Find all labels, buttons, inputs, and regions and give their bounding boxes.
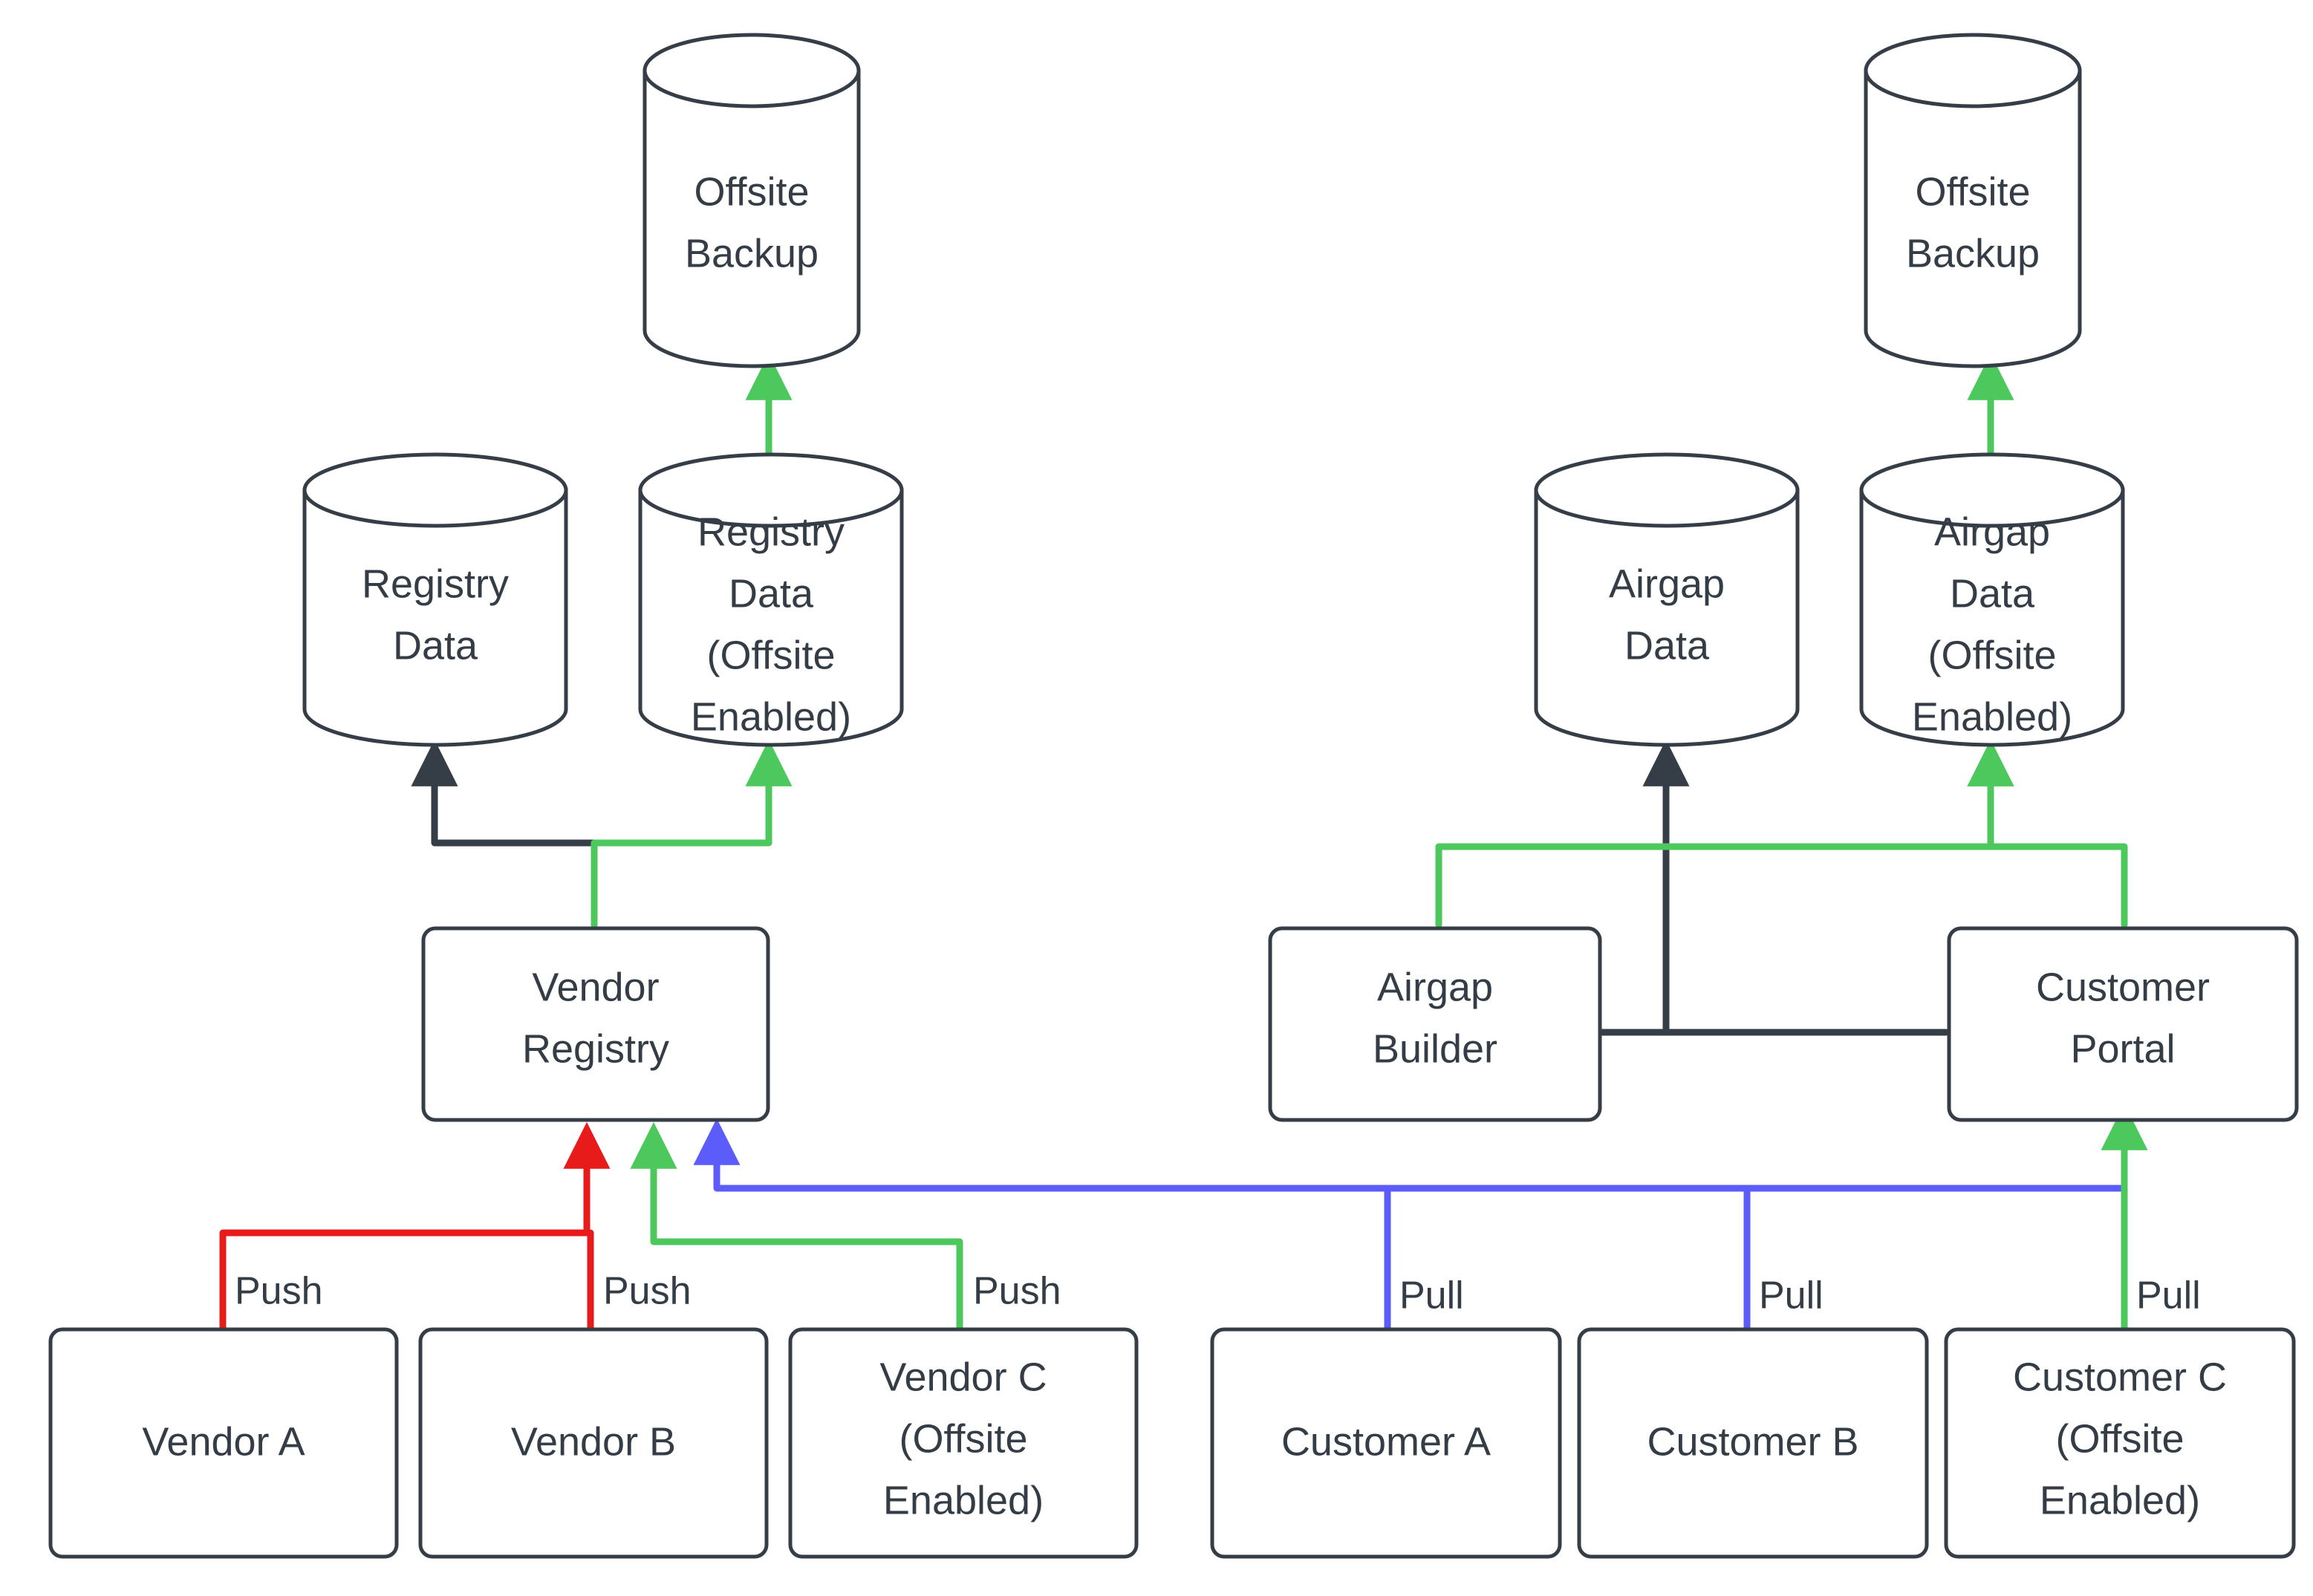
edge-label-pull-customer-b: Pull [1759,1274,1824,1317]
node-label-line: Vendor C [879,1355,1047,1399]
cylinder-top [642,33,861,108]
node-box [418,1327,769,1559]
edge-label-push-vendor-b: Push [603,1270,692,1313]
cylinder-body [638,488,904,747]
node-label-line: Airgap [1377,965,1493,1009]
node-label-line: Airgap [1609,561,1725,606]
node-label-line: Registry [697,509,845,554]
node-label-line: Backup [685,231,819,276]
node-label-line: Registry [522,1026,669,1071]
node-label-line: Registry [362,561,509,606]
edge-label-pull-customer-c: Pull [2136,1274,2201,1317]
node-registry-data[interactable]: Registry Data [302,452,568,747]
node-label-line: (Offsite [1928,633,2056,677]
edge-label-push-vendor-c: Push [973,1270,1061,1313]
cylinder-top [1534,452,1800,528]
cylinder-body [1859,488,2125,747]
node-airgap-data[interactable]: Airgap Data [1534,452,1800,747]
node-label-line: Data [393,623,478,668]
node-vendor-registry[interactable]: Vendor Registry [421,926,770,1122]
cylinder-body [1534,488,1800,747]
node-airgap-data-offsite[interactable]: Airgap Data (Offsite Enabled) [1859,452,2125,747]
node-box [788,1327,1139,1559]
node-offsite-backup-right[interactable]: Offsite Backup [1864,33,2082,368]
node-label-line: Data [729,571,814,616]
node-airgap-builder[interactable]: Airgap Builder [1268,926,1602,1122]
edge-vendor-c-to-vendor-registry [630,1121,963,1333]
node-label-line: Customer B [1647,1419,1858,1464]
edge-vendor-a-to-vendor-registry [219,1121,611,1333]
node-label-line: Data [1950,571,2035,616]
node-box [1268,926,1602,1122]
node-label-line: Data [1624,623,1710,668]
node-vendor-c[interactable]: Vendor C (Offsite Enabled) [788,1327,1139,1559]
node-offsite-backup-left[interactable]: Offsite Backup [642,33,861,368]
edge-vendor-registry-to-registry-data [411,739,598,928]
node-vendor-b[interactable]: Vendor B [418,1327,769,1559]
node-label-line: Offsite [694,169,809,214]
cylinder-top [1864,33,2082,108]
node-box [1944,1327,2296,1559]
node-label-line: Portal [2070,1026,2175,1071]
node-registry-data-offsite[interactable]: Registry Data (Offsite Enabled) [638,452,904,747]
cylinder-body [1864,68,2082,368]
edge-label-push-vendor-a: Push [235,1270,323,1313]
node-label-line: Customer C [2013,1355,2227,1399]
node-label-line: Customer [2036,965,2210,1009]
node-label-line: (Offsite [899,1416,1027,1461]
node-customer-portal[interactable]: Customer Portal [1947,926,2299,1122]
node-label-line: Vendor [532,965,659,1009]
node-label-line: Enabled) [883,1478,1044,1522]
node-label-line: Enabled) [2040,1478,2200,1522]
cylinder-top [638,452,904,528]
node-box [1947,926,2299,1122]
node-label-line: Vendor A [142,1419,305,1464]
node-label-line: Enabled) [691,694,851,739]
node-box [48,1327,399,1559]
node-box [1577,1327,1929,1559]
node-label-line: Offsite [1915,169,2030,214]
cylinder-top [302,452,568,528]
cylinder-body [642,68,861,368]
node-label-line: (Offsite [2055,1416,2184,1461]
cylinder-body [302,488,568,747]
edge-customer-portal-to-vendor-registry [693,1118,2128,1192]
node-label-line: Enabled) [1912,694,2072,739]
node-label-line: Backup [1906,231,2040,276]
node-customer-b[interactable]: Customer B [1577,1327,1929,1559]
node-label-line: (Offsite [706,633,835,677]
node-vendor-a[interactable]: Vendor A [48,1327,399,1559]
node-box [421,926,770,1122]
node-customer-c[interactable]: Customer C (Offsite Enabled) [1944,1327,2296,1559]
edge-customer-portal-to-airgap-data-offsite [1967,739,2128,928]
edge-label-pull-customer-a: Pull [1399,1274,1464,1317]
node-box [1210,1327,1562,1559]
edge-airgap-builder-to-airgap-data-offsite [1435,739,2014,928]
cylinder-top [1859,452,2125,528]
edge-vendor-registry-to-registry-data-offsite [591,739,793,928]
node-customer-a[interactable]: Customer A [1210,1327,1562,1559]
node-label-line: Customer A [1281,1419,1491,1464]
node-label-line: Builder [1373,1026,1497,1071]
node-label-line: Airgap [1934,509,2050,554]
node-label-line: Vendor B [511,1419,676,1464]
